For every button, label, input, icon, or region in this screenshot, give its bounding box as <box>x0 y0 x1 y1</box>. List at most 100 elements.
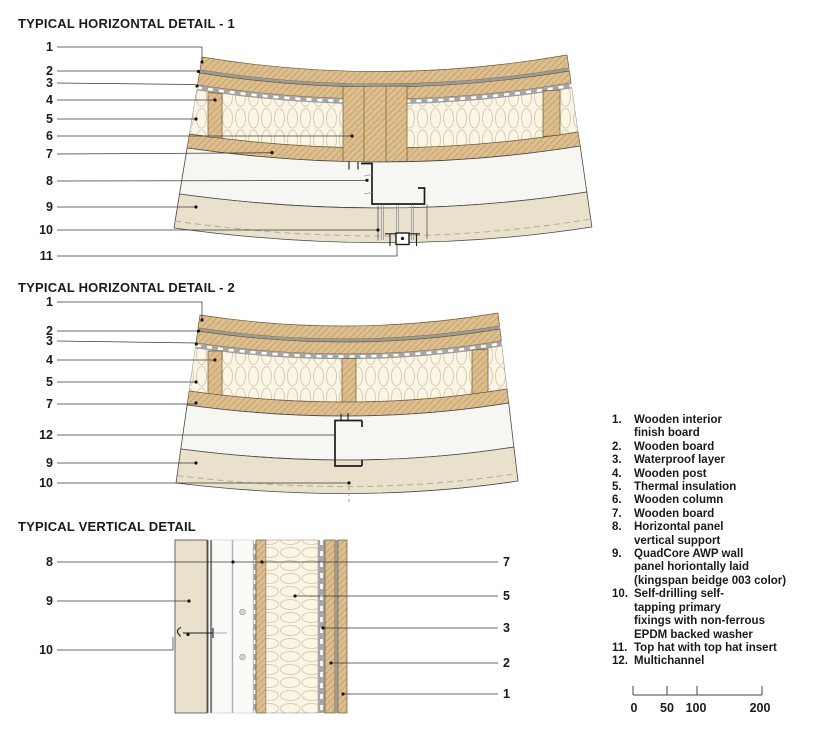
d3-callout-label-5: 5 <box>503 589 510 603</box>
scale-tick-200: 200 <box>750 701 771 715</box>
d1-column-ticks <box>348 161 359 170</box>
d3-callout-label-9: 9 <box>46 594 53 608</box>
detail-1-drawing <box>173 54 593 246</box>
legend-item-number: 6. <box>612 494 622 507</box>
d1-callout-label-4: 4 <box>46 93 53 107</box>
d3-waterproof-layer <box>318 540 325 713</box>
d1-callout-label-1: 1 <box>46 40 53 54</box>
d3-quadcore-panel-exterior <box>174 539 208 714</box>
d1-leader-1 <box>57 46 203 61</box>
scale-bar: 0 50 100 200 <box>631 686 771 715</box>
d2-callout-label-9: 9 <box>46 456 53 470</box>
legend-item-number: 1. <box>612 414 622 426</box>
d1-callout-label-5: 5 <box>46 112 53 126</box>
scale-tick-0: 0 <box>631 701 638 715</box>
legend-item-text: Wooden board <box>634 440 715 453</box>
d1-top-hat-dot <box>400 236 405 241</box>
d1-leader-8 <box>56 180 366 182</box>
d3-callout-label-1: 1 <box>503 687 510 701</box>
d2-waterproof-dashes <box>195 342 502 358</box>
d2-wooden-post-right <box>471 348 489 395</box>
legend-item-text: Multichannel <box>634 655 705 668</box>
d3-panel-core-band <box>211 539 233 714</box>
legend-item-text: Thermal insulation <box>634 481 737 494</box>
d2-callout-label-2: 2 <box>46 324 53 338</box>
d1-panel-dashed-line <box>174 218 592 237</box>
d3-fastener-head-2 <box>239 653 246 661</box>
d3-callout-label-3: 3 <box>503 621 510 635</box>
d1-top-hat-flanges <box>385 233 420 246</box>
d1-vertical-support-bracket <box>361 162 426 205</box>
scale-bar-ruler <box>632 686 763 696</box>
legend-items: 1. Wooden interior finish board 2. Woode… <box>612 414 817 669</box>
d2-gray-joint-line <box>197 326 500 343</box>
d1-wooden-column <box>342 85 408 163</box>
detail-2-drawing <box>175 312 519 503</box>
d1-callout-label-3: 3 <box>46 76 53 90</box>
d2-leader-3 <box>56 340 196 344</box>
legend-item-number: 9. <box>612 548 622 561</box>
d1-leader-11 <box>57 245 398 257</box>
legend-item: 3. Waterproof layer <box>612 454 817 467</box>
d1-callout-label-8: 8 <box>46 174 53 188</box>
d3-gray-joint-line <box>335 540 338 713</box>
legend-item-text: Self-drilling self- tapping primary fixi… <box>634 588 765 641</box>
legend-item-number: 5. <box>612 481 622 494</box>
d1-callout-label-10: 10 <box>39 223 53 237</box>
d2-callout-label-3: 3 <box>46 334 53 348</box>
detail-2-title: TYPICAL HORIZONTAL DETAIL - 2 <box>18 280 235 295</box>
legend-item: 6. Wooden column <box>612 494 817 507</box>
d3-leader-10 <box>57 637 174 651</box>
legend-item-text: Wooden interior finish board <box>634 414 722 440</box>
d1-column-seams <box>363 86 387 163</box>
detail-2-leaders: 1 2 3 4 5 7 12 9 10 <box>39 295 351 490</box>
detail-3-title: TYPICAL VERTICAL DETAIL <box>18 519 196 534</box>
legend-item-number: 10. <box>612 588 628 601</box>
d1-wooden-post-left <box>207 92 223 139</box>
detail-1-leaders: 1 2 3 4 5 6 7 8 9 10 11 <box>39 40 398 263</box>
legend-item: 8. Horizontal panel vertical support <box>612 521 817 548</box>
legend-item: 5. Thermal insulation <box>612 481 817 494</box>
legend-item-text: Wooden column <box>634 494 724 507</box>
d2-callout-label-4: 4 <box>46 353 53 367</box>
legend-item: 11. Top hat with top hat insert <box>612 642 817 655</box>
detail-3-drawing <box>174 539 348 714</box>
detail-1-title: TYPICAL HORIZONTAL DETAIL - 1 <box>18 16 235 31</box>
d2-leader-1 <box>57 301 203 319</box>
d3-callout-label-7: 7 <box>503 555 510 569</box>
legend-item-text: Horizontal panel vertical support <box>634 521 724 547</box>
legend-item: 7. Wooden board <box>612 508 817 521</box>
d1-self-drilling-fixings <box>381 205 414 240</box>
d2-callout-label-5: 5 <box>46 375 53 389</box>
d2-wooden-post-left <box>207 350 223 397</box>
legend-item: 9. QuadCore AWP wall panel horiontally l… <box>612 548 817 588</box>
legend-item: 2. Wooden board <box>612 441 817 454</box>
detail-3-leaders: 8 9 10 7 5 3 2 1 <box>39 555 510 701</box>
d3-wooden-interior-finish-board <box>337 539 348 714</box>
d3-thermal-insulation <box>265 539 319 714</box>
legend-item-text: Wooden board <box>634 507 715 520</box>
legend-item-number: 7. <box>612 507 622 520</box>
legend-item-number: 2. <box>612 440 622 453</box>
d3-wooden-board-7 <box>255 539 267 714</box>
d3-fastener-head-1 <box>239 608 246 616</box>
d1-panel-joints <box>377 204 428 241</box>
legend-item-number: 12. <box>612 655 628 668</box>
legend-item: 10. Self-drilling self- tapping primary … <box>612 588 817 642</box>
legend-item: 4. Wooden post <box>612 468 817 481</box>
d3-callout-label-2: 2 <box>503 656 510 670</box>
d1-leader-3 <box>56 82 196 85</box>
legend-item-text: Wooden post <box>634 467 707 480</box>
d3-wooden-board-2 <box>324 539 336 714</box>
legend-item: 12. Multichannel <box>612 655 817 668</box>
legend-item-number: 11. <box>612 641 628 654</box>
d2-multichannel <box>334 419 363 467</box>
d1-gray-joint-line <box>199 68 570 88</box>
d2-panel-dashed-line <box>177 473 518 488</box>
d3-panel-skin-lines <box>207 540 212 713</box>
d2-waterproof-layer <box>195 341 502 360</box>
d1-callout-label-11: 11 <box>40 249 53 263</box>
legend-item: 1. Wooden interior finish board <box>612 414 817 441</box>
d3-support-cavity-band <box>232 539 254 714</box>
